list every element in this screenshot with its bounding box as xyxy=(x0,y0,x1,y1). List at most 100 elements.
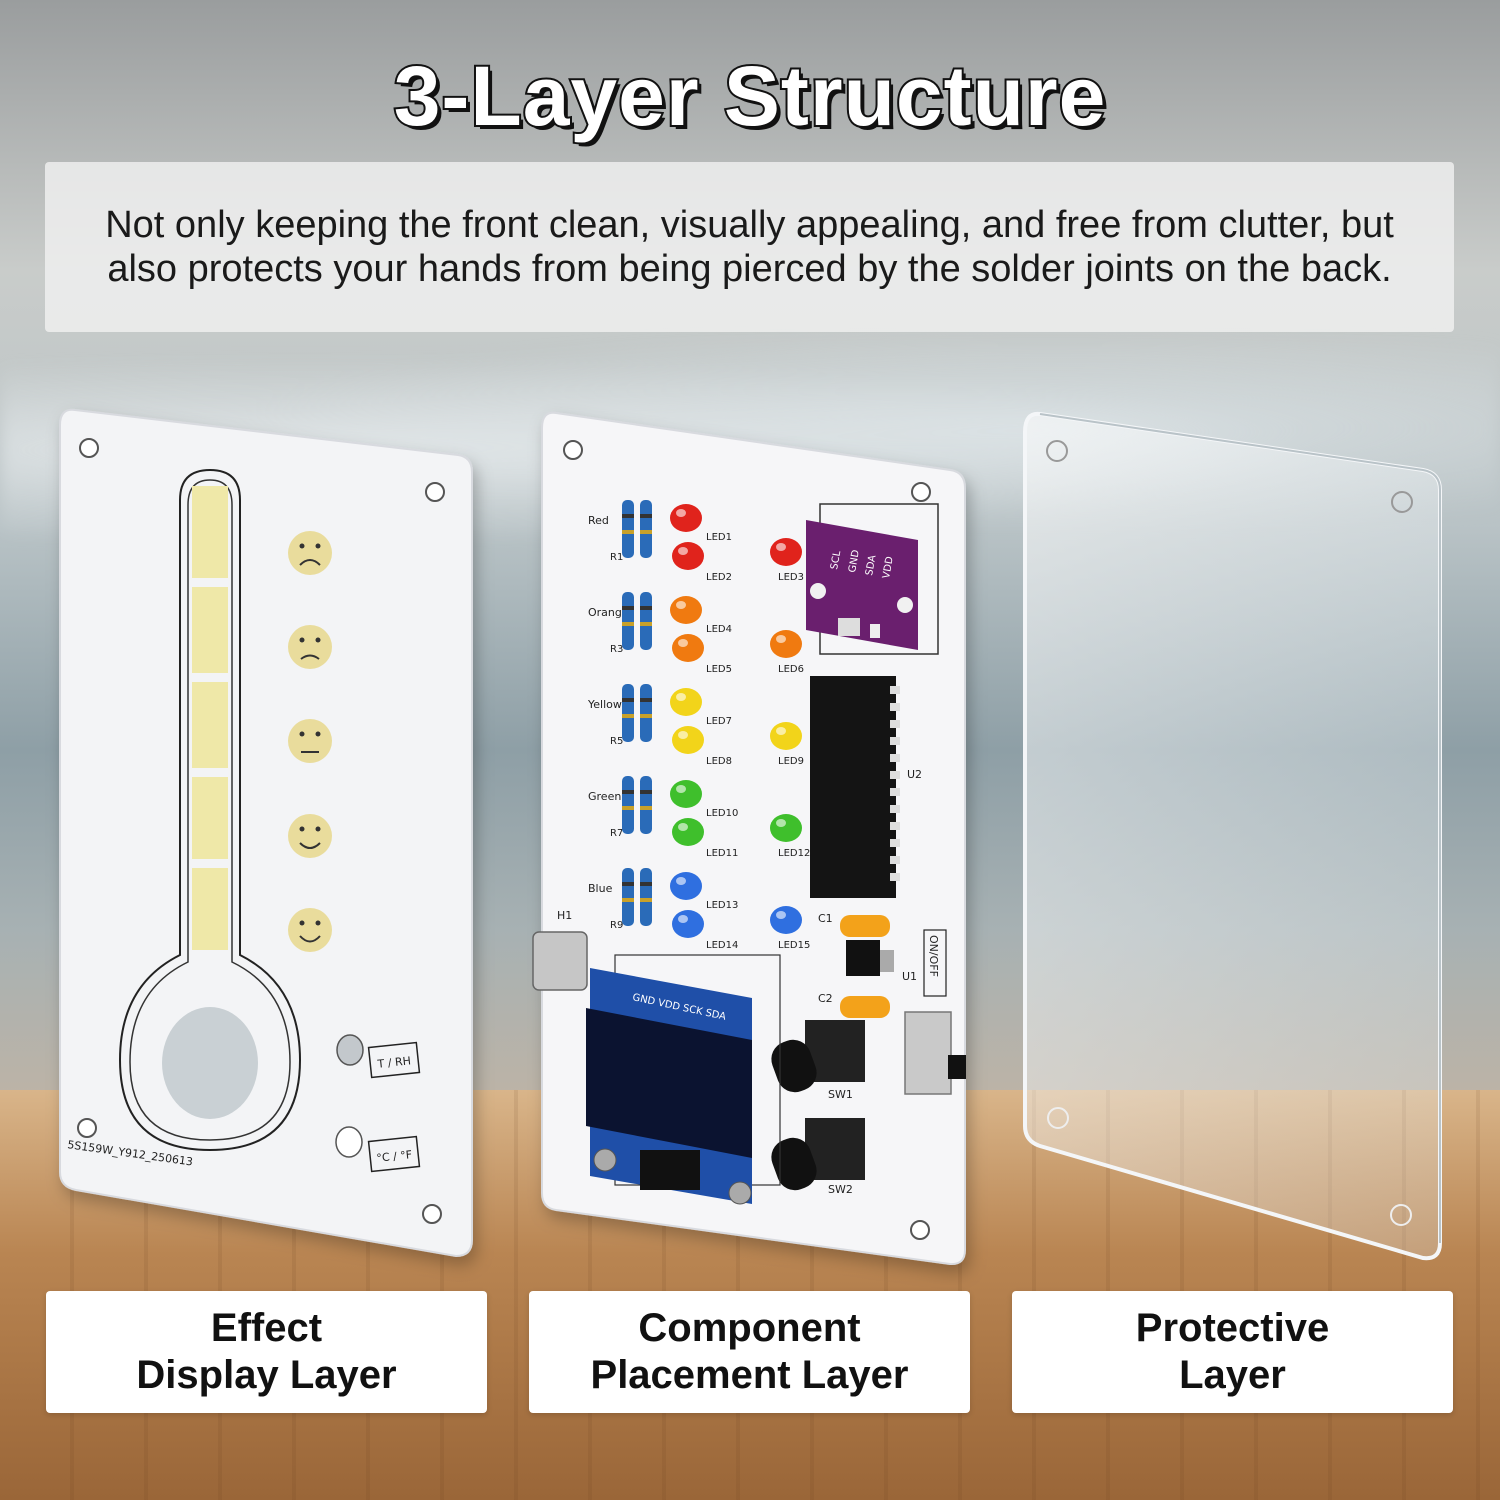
led-label: LED10 xyxy=(706,808,738,819)
resistor-band xyxy=(622,714,634,718)
led-highlight xyxy=(776,819,786,827)
pin-scl: SCL xyxy=(829,550,843,571)
label-sw1: SW1 xyxy=(828,1088,853,1101)
resistor-label: R5 xyxy=(610,736,623,747)
ic-pin xyxy=(890,703,900,711)
led xyxy=(770,814,802,842)
led xyxy=(770,538,802,566)
led xyxy=(770,630,802,658)
resistor-band xyxy=(622,530,634,534)
resistor xyxy=(640,868,652,926)
resistor xyxy=(622,592,634,650)
led xyxy=(670,504,702,532)
led-highlight xyxy=(676,509,686,517)
resistor-band xyxy=(640,806,652,810)
label-u1: U1 xyxy=(902,970,917,983)
protective-acrylic-layer xyxy=(1023,411,1442,1261)
resistor-band xyxy=(640,530,652,534)
led xyxy=(672,542,704,570)
label-c1: C1 xyxy=(818,912,833,925)
led-highlight xyxy=(678,731,688,739)
led-highlight xyxy=(678,823,688,831)
button-label-trh: T / RH xyxy=(376,1054,412,1071)
led-label: LED9 xyxy=(778,756,804,767)
ic-pin xyxy=(890,737,900,745)
resistor-label: R3 xyxy=(610,644,623,655)
face-icon-3 xyxy=(288,719,332,763)
resistor-band xyxy=(622,790,634,794)
resistor-band xyxy=(622,622,634,626)
led-highlight xyxy=(676,601,686,609)
label-h1: H1 xyxy=(557,909,572,922)
resistor xyxy=(640,776,652,834)
thermo-segment-5 xyxy=(192,868,228,950)
led-highlight xyxy=(676,785,686,793)
tactile-switch-sw1: SW1 xyxy=(771,1020,865,1101)
resistor xyxy=(622,776,634,834)
resistor-label: R1 xyxy=(610,552,623,563)
led-highlight xyxy=(776,911,786,919)
led-highlight xyxy=(676,877,686,885)
resistor-band xyxy=(640,606,652,610)
led-label: LED3 xyxy=(778,572,804,583)
led-label: LED1 xyxy=(706,532,732,543)
led xyxy=(670,596,702,624)
resistor-band xyxy=(622,898,634,902)
led-highlight xyxy=(776,543,786,551)
resistor-band xyxy=(640,790,652,794)
usb-connector xyxy=(532,931,588,991)
resistor-band xyxy=(622,606,634,610)
power-slide-switch xyxy=(904,1011,952,1095)
led-label: LED6 xyxy=(778,664,804,675)
resistor-band xyxy=(640,698,652,702)
face-icon-4 xyxy=(288,814,332,858)
color-group-label: Green xyxy=(588,790,621,803)
led xyxy=(672,726,704,754)
led-highlight xyxy=(676,693,686,701)
description-box: Not only keeping the front clean, visual… xyxy=(45,162,1454,332)
led-label: LED11 xyxy=(706,848,738,859)
resistor xyxy=(622,868,634,926)
resistor xyxy=(640,684,652,742)
thermo-segment-3 xyxy=(192,682,228,768)
pin-sda: SDA xyxy=(864,554,878,576)
resistor-band xyxy=(622,882,634,886)
led-label: LED4 xyxy=(706,624,732,635)
label-component-placement-layer: Component Placement Layer xyxy=(529,1291,970,1413)
resistor-label: R7 xyxy=(610,828,623,839)
resistor xyxy=(640,592,652,650)
led-label: LED7 xyxy=(706,716,732,727)
pin-vdd: VDD xyxy=(881,555,896,579)
ic-pin xyxy=(890,686,900,694)
pin-gnd: GND xyxy=(847,549,862,574)
ic-pin xyxy=(890,788,900,796)
resistor-band xyxy=(640,514,652,518)
color-group-label: Red xyxy=(588,514,609,527)
led xyxy=(670,780,702,808)
label-c2: C2 xyxy=(818,992,833,1005)
resistor xyxy=(622,500,634,558)
sensor-module: SCL GND SDA VDD xyxy=(806,503,939,655)
tactile-switch-sw2: SW2 xyxy=(771,1118,865,1196)
description-text: Not only keeping the front clean, visual… xyxy=(105,204,1394,290)
thermo-segment-1 xyxy=(192,486,228,578)
label-effect-display-layer: Effect Display Layer xyxy=(46,1291,487,1413)
label-protective-layer: Protective Layer xyxy=(1012,1291,1453,1413)
led xyxy=(770,906,802,934)
ic-pin xyxy=(890,720,900,728)
led-highlight xyxy=(678,915,688,923)
resistor xyxy=(622,684,634,742)
ic-pin xyxy=(890,839,900,847)
ic-pin xyxy=(890,805,900,813)
resistor-label: R9 xyxy=(610,920,623,931)
resistor-band xyxy=(640,622,652,626)
ic-pin xyxy=(890,771,900,779)
ic-pin xyxy=(890,822,900,830)
thermo-segment-2 xyxy=(192,587,228,673)
led-label: LED14 xyxy=(706,940,738,951)
button-label-cf: °C / °F xyxy=(376,1148,413,1165)
led xyxy=(672,818,704,846)
label-onoff: ON/OFF xyxy=(927,935,940,977)
color-group-label: Yellow xyxy=(587,698,622,711)
led-label: LED12 xyxy=(778,848,810,859)
